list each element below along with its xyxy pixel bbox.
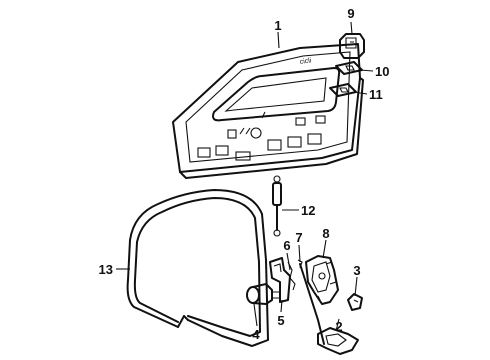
callout-13: 13	[99, 262, 113, 277]
callout-11: 11	[369, 87, 383, 102]
callout-7: 7	[295, 230, 302, 245]
callout-9: 9	[347, 6, 354, 21]
callout-2: 2	[335, 319, 342, 334]
callout-3: 3	[353, 263, 360, 278]
panel-openings	[197, 111, 326, 161]
weatherstrip-seal	[126, 189, 269, 347]
callout-6: 6	[283, 238, 290, 253]
gas-strut	[272, 175, 282, 237]
callout-1: 1	[274, 18, 281, 33]
pad-11	[329, 83, 357, 97]
leader-lines	[116, 21, 374, 332]
bumper-block	[339, 33, 365, 59]
callout-4: 4	[252, 327, 260, 342]
lock-cylinder	[246, 283, 281, 305]
callout-labels: 1 2 3 4 5 6 7 8 9 10 11 12 13	[99, 6, 390, 342]
latch-assembly	[305, 255, 339, 305]
door-stamp-text: cicli	[299, 57, 312, 66]
liftgate-panel: cicli	[172, 43, 364, 179]
callout-10: 10	[375, 64, 389, 79]
latch-bracket	[269, 257, 291, 303]
striker	[347, 293, 363, 311]
latch-rod	[297, 259, 325, 345]
callout-12: 12	[301, 203, 315, 218]
callout-8: 8	[322, 226, 329, 241]
callout-5: 5	[277, 313, 284, 328]
